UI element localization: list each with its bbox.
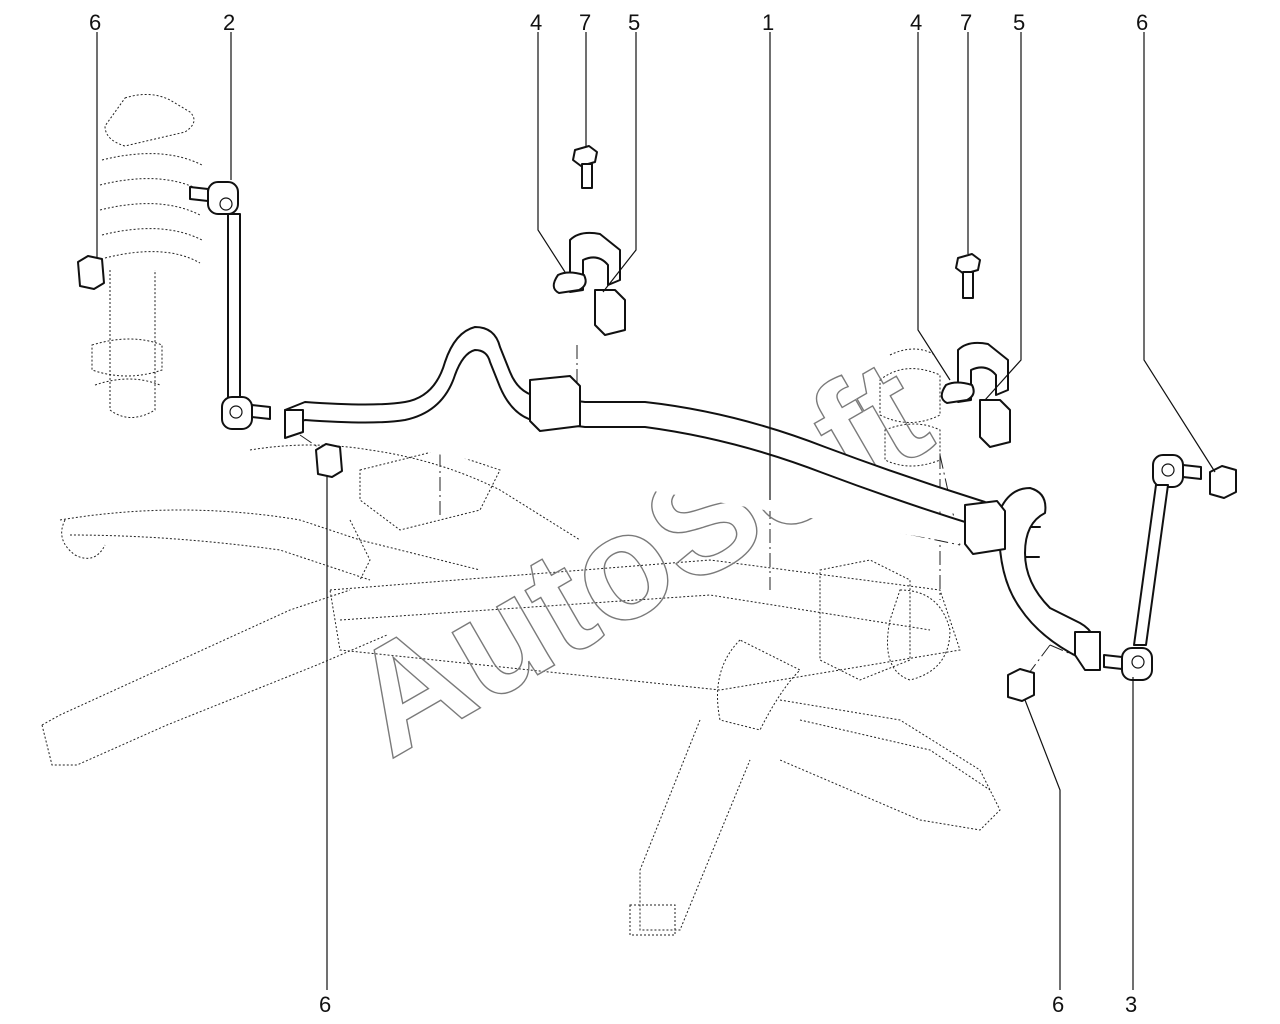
callout-6-bottom-left: 6 (319, 992, 331, 1017)
callout-7-left: 7 (579, 10, 591, 35)
callout-4-left: 4 (530, 10, 542, 35)
leader-lines (96, 32, 1216, 990)
right-clamp-assembly (940, 253, 1011, 448)
callout-5-left: 5 (628, 10, 640, 35)
callout-4-right: 4 (910, 10, 922, 35)
right-stabilizer-link (1103, 454, 1202, 681)
callout-7-right: 7 (960, 10, 972, 35)
callout-labels: 6 2 4 7 5 1 4 7 5 6 6 6 3 (89, 10, 1148, 1017)
callout-5-right: 5 (1013, 10, 1025, 35)
callout-6-top-left: 6 (89, 10, 101, 35)
callout-6-top-right: 6 (1136, 10, 1148, 35)
callout-6-bottom-right: 6 (1052, 992, 1064, 1017)
bar-bushings (529, 375, 1006, 555)
left-clamp-assembly (552, 145, 626, 336)
callout-1: 1 (762, 10, 774, 35)
stabilizer-bar (284, 326, 1101, 671)
watermark-text: AutoSoft (322, 326, 954, 788)
left-stabilizer-link (189, 181, 271, 430)
background-subframe (41, 94, 1001, 936)
callout-2: 2 (223, 10, 235, 35)
callout-3: 3 (1125, 992, 1137, 1017)
nut-parts (77, 255, 1237, 702)
